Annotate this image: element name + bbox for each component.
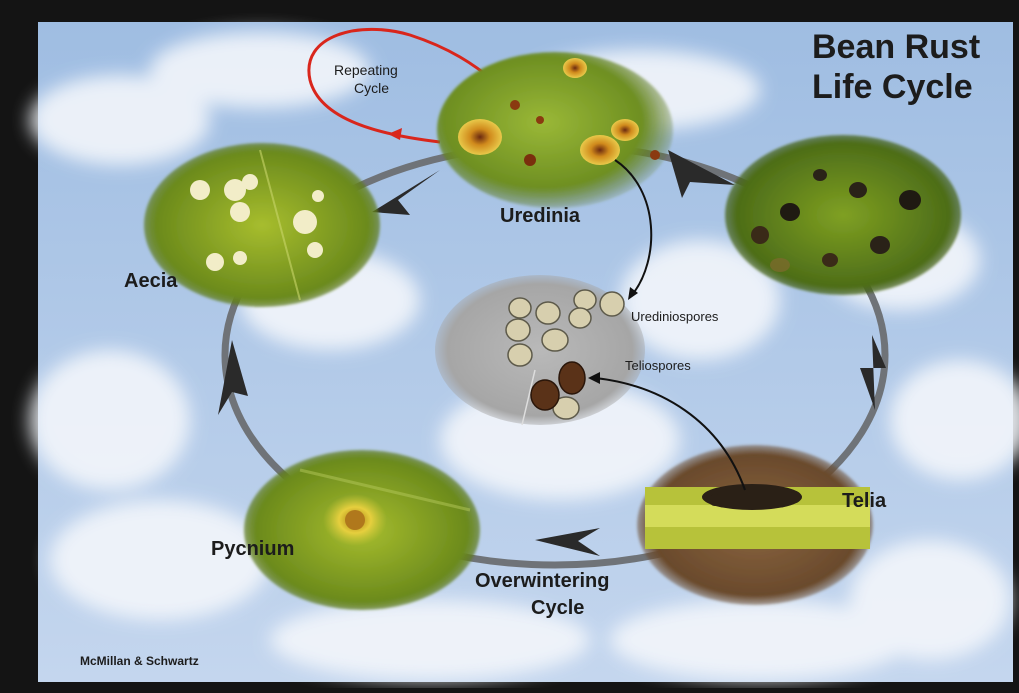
spore-label-teliospores: Teliospores <box>625 358 691 373</box>
telia-photo <box>637 445 873 605</box>
stage-label-uredinia: Uredinia <box>500 205 580 228</box>
spores-micrograph <box>435 275 645 425</box>
overwintering-label-1: Overwintering <box>475 570 609 593</box>
repeating-cycle-label-2: Cycle <box>354 80 389 96</box>
stage-label-aecia: Aecia <box>124 270 177 293</box>
stage-label-telia: Telia <box>842 490 886 513</box>
aecia-photo <box>144 143 380 307</box>
stage-label-pycnium: Pycnium <box>211 538 294 561</box>
title-line-1: Bean Rust <box>812 28 980 67</box>
pycnium-photo <box>244 450 480 610</box>
repeating-cycle-label-1: Repeating <box>334 62 398 78</box>
credit-text: McMillan & Schwartz <box>80 654 199 668</box>
title-line-2: Life Cycle <box>812 68 973 107</box>
spore-label-urediniospores: Urediniospores <box>631 309 718 324</box>
overwintering-label-2: Cycle <box>531 597 584 620</box>
uredinia-mature-photo <box>725 135 961 295</box>
